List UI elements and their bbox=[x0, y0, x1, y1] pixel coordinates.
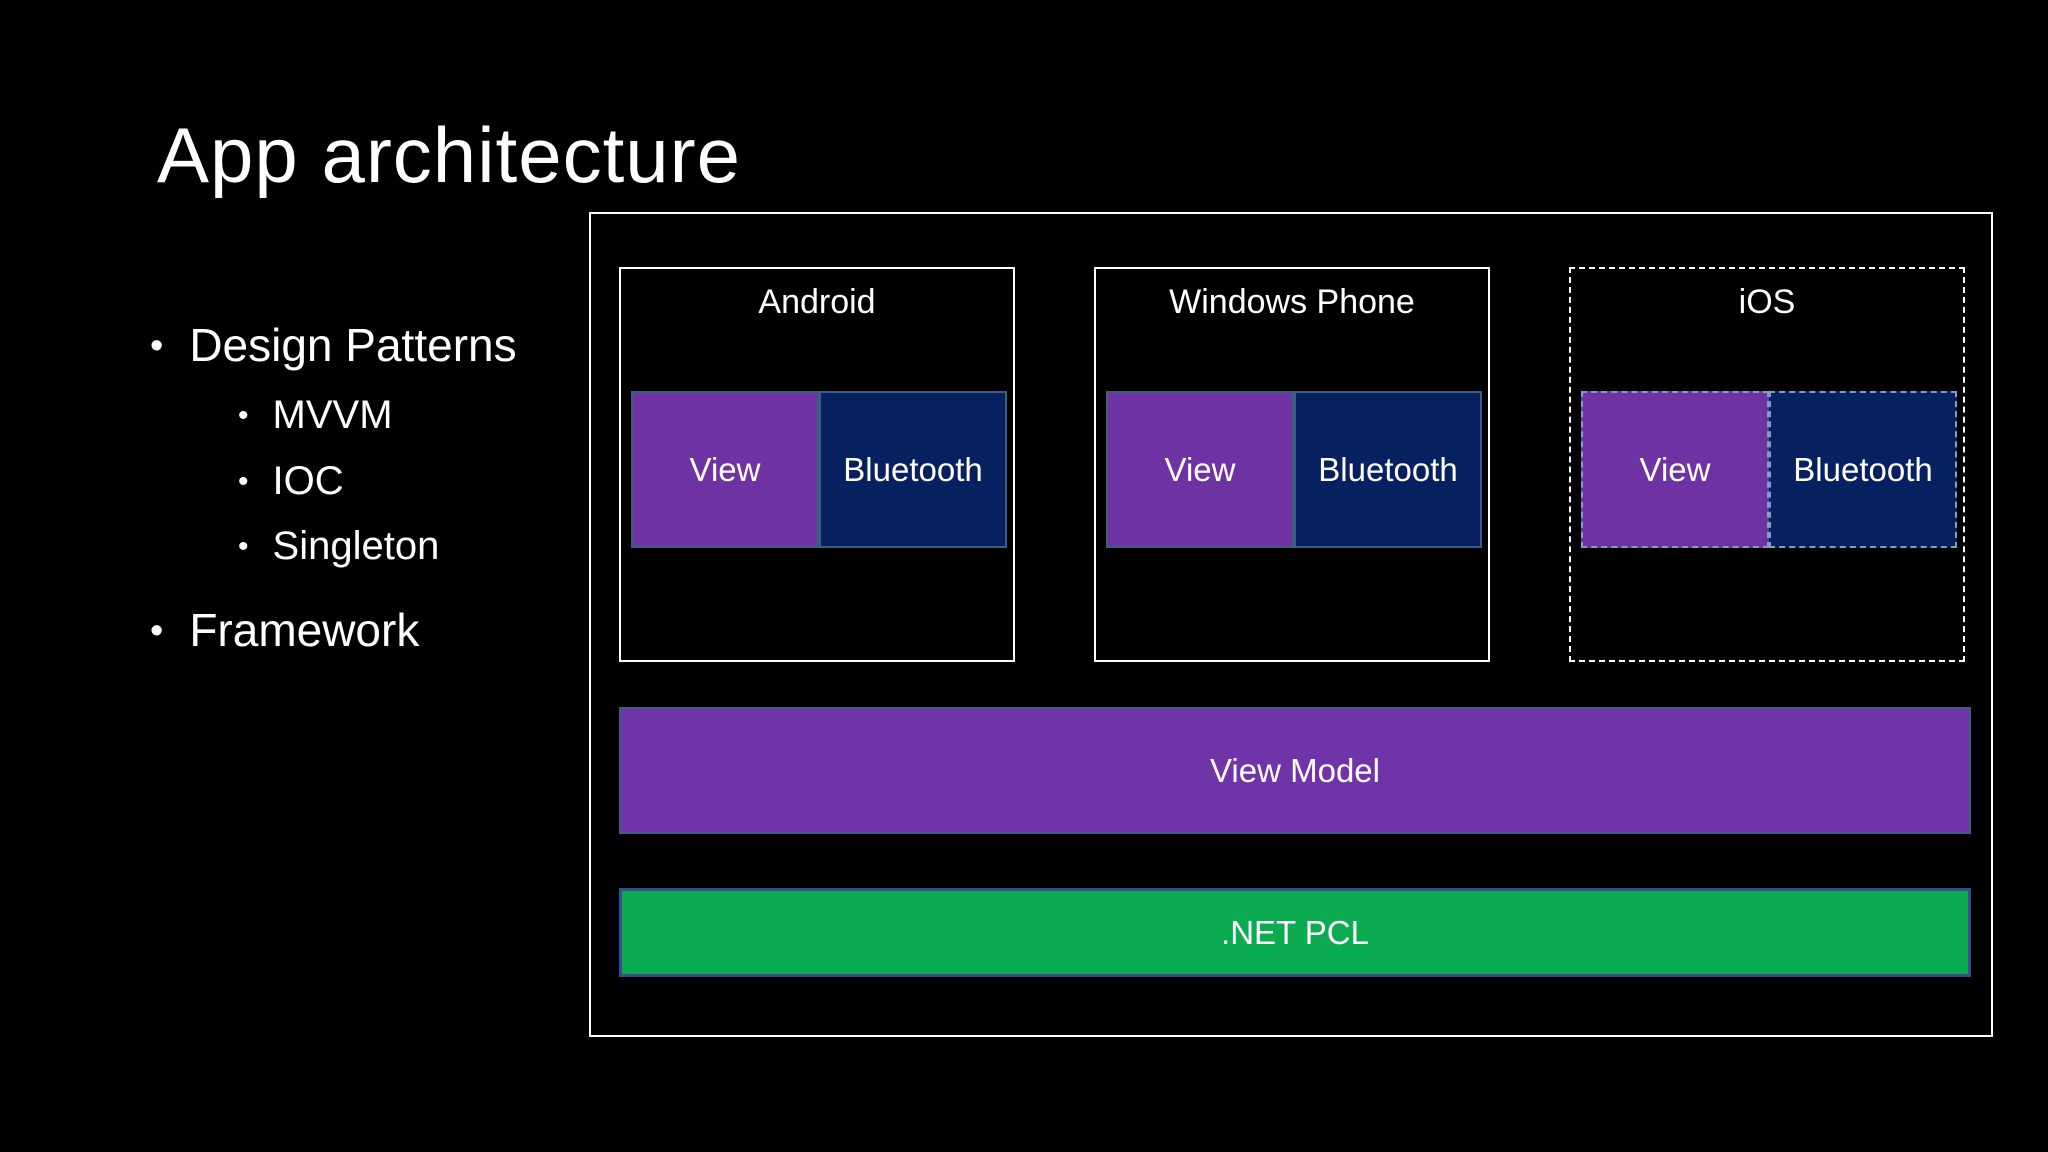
platform-title-ios: iOS bbox=[1738, 283, 1796, 321]
platform-box-android: Android View Bluetooth bbox=[619, 267, 1015, 662]
bullet-design-patterns: • Design Patterns bbox=[150, 318, 517, 372]
bullet-dot-icon: • bbox=[150, 610, 164, 652]
net-pcl-layer-bar: .NET PCL bbox=[619, 888, 1971, 977]
android-bluetooth-box: Bluetooth bbox=[819, 391, 1007, 548]
bullet-singleton: • Singleton bbox=[238, 524, 439, 569]
bullet-label: Singleton bbox=[272, 524, 440, 568]
bullet-label: Framework bbox=[189, 604, 420, 656]
ios-bluetooth-box: Bluetooth bbox=[1769, 391, 1957, 548]
page-title: App architecture bbox=[157, 111, 741, 199]
view-model-layer-bar: View Model bbox=[619, 707, 1971, 834]
platform-box-ios: iOS View Bluetooth bbox=[1569, 267, 1965, 662]
bullet-dot-icon: • bbox=[238, 465, 249, 498]
platform-title-windows-phone: Windows Phone bbox=[1169, 283, 1415, 321]
bullet-label: IOC bbox=[272, 459, 344, 503]
bullet-mvvm: • MVVM bbox=[238, 393, 393, 438]
bullet-label: MVVM bbox=[272, 393, 393, 437]
android-view-box: View bbox=[631, 391, 819, 548]
android-view-bluetooth-row: View Bluetooth bbox=[631, 391, 1007, 548]
bullet-dot-icon: • bbox=[238, 399, 249, 432]
windows-phone-bluetooth-box: Bluetooth bbox=[1294, 391, 1482, 548]
architecture-diagram: Android View Bluetooth Windows Phone Vie… bbox=[589, 212, 1993, 1037]
platform-box-windows-phone: Windows Phone View Bluetooth bbox=[1094, 267, 1490, 662]
bullet-ioc: • IOC bbox=[238, 459, 344, 504]
ios-view-bluetooth-row: View Bluetooth bbox=[1581, 391, 1957, 548]
bullet-dot-icon: • bbox=[150, 325, 164, 367]
windows-phone-view-box: View bbox=[1106, 391, 1294, 548]
bullet-framework: • Framework bbox=[150, 603, 419, 657]
ios-view-box: View bbox=[1581, 391, 1769, 548]
bullet-label: Design Patterns bbox=[189, 319, 517, 371]
platform-title-android: Android bbox=[758, 283, 876, 321]
bullet-dot-icon: • bbox=[238, 530, 249, 563]
windows-phone-view-bluetooth-row: View Bluetooth bbox=[1106, 391, 1482, 548]
